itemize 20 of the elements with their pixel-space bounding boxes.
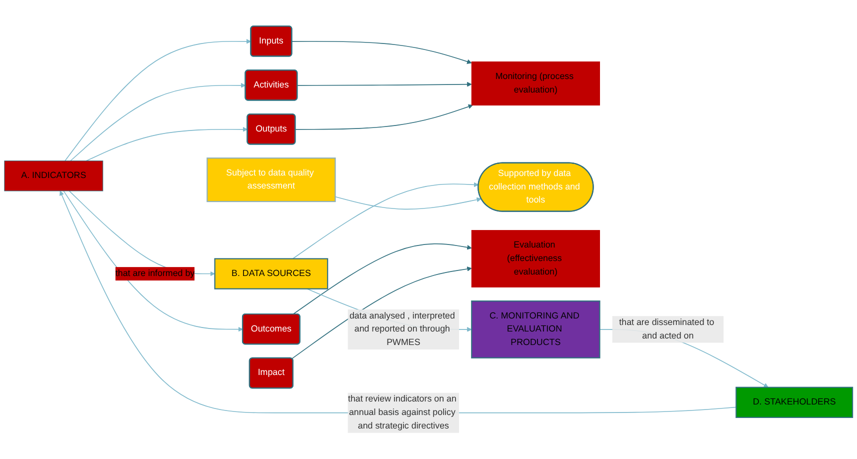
arrow	[292, 243, 472, 315]
edge-label: that review indicators on an annual basis against policy and strategic directives	[348, 394, 456, 431]
arrow	[64, 38, 252, 162]
node-box: Evaluation (effectiveness evaluation)	[471, 230, 600, 288]
node-box: Monitoring (process evaluation)	[471, 61, 600, 106]
arrow	[86, 126, 248, 162]
arrow	[292, 182, 479, 260]
node-box: B. DATA SOURCES	[214, 258, 328, 290]
arrow	[296, 82, 472, 87]
edge-label: data analysed , interpreted and reported on through PWMES	[349, 311, 455, 348]
node-box: A. INDICATORS	[4, 160, 104, 192]
node-box: Subject to data quality assessment	[206, 158, 336, 202]
node-box: C. MONITORING AND EVALUATION PRODUCTS	[471, 300, 600, 358]
node-box: D. STAKEHOLDERS	[736, 386, 854, 418]
arrow	[334, 196, 482, 210]
arrow	[70, 82, 246, 162]
edge-label: that are informed by	[115, 268, 195, 278]
arrow	[292, 40, 472, 64]
edge-label: that are disseminated to and acted on	[619, 318, 714, 341]
arrow	[295, 104, 473, 130]
